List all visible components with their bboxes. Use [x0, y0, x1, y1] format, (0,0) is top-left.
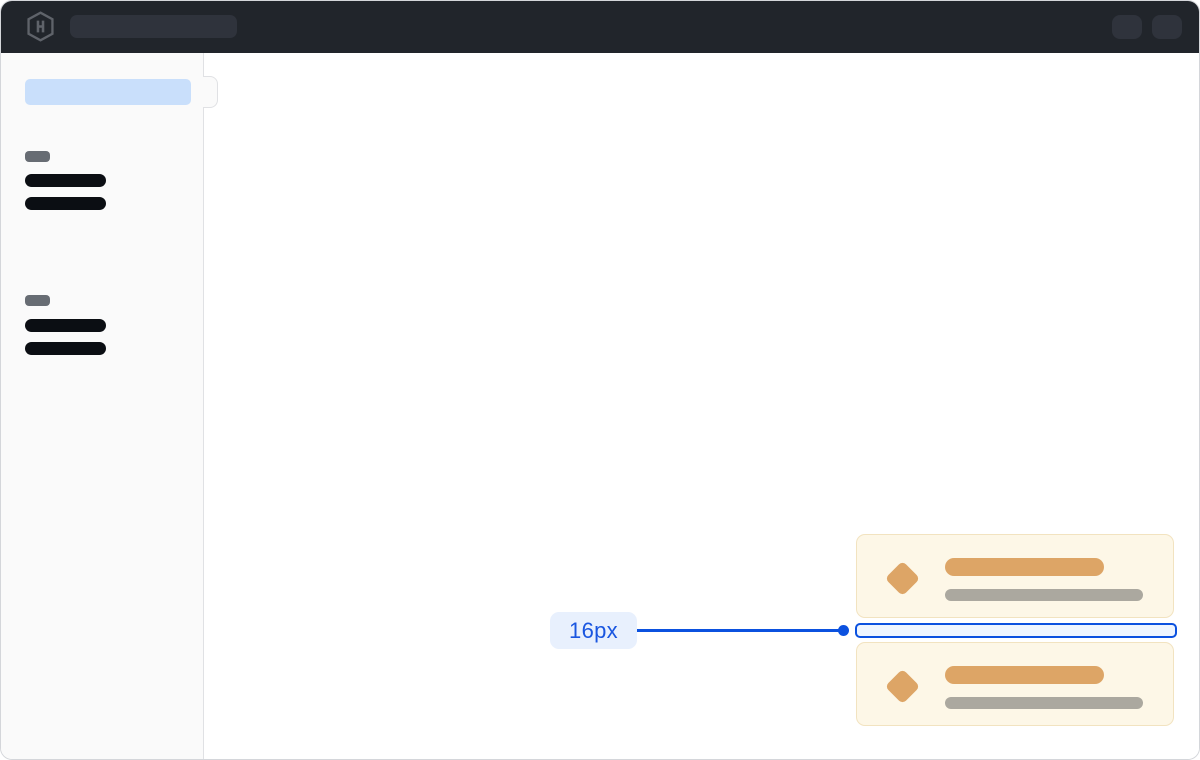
hashicorp-logo-icon — [25, 11, 56, 42]
list-item-card[interactable] — [856, 642, 1174, 726]
card-subtitle-skeleton — [945, 589, 1143, 601]
spacing-annotation-label: 16px — [550, 612, 637, 649]
card-title-skeleton — [945, 666, 1104, 684]
sidebar-item-skeleton[interactable] — [25, 197, 106, 210]
sidebar-item-skeleton[interactable] — [25, 319, 106, 332]
nav-action-skeleton-2[interactable] — [1152, 15, 1182, 39]
sidebar-group-label-skeleton — [25, 151, 50, 162]
sidebar — [1, 53, 218, 759]
nav-action-skeleton-1[interactable] — [1112, 15, 1142, 39]
spacing-gap-highlight — [855, 623, 1177, 638]
main-content: 16px — [205, 53, 1199, 759]
top-navbar — [1, 1, 1199, 53]
diamond-icon — [884, 560, 921, 597]
diamond-icon — [884, 668, 921, 705]
measurement-dot — [838, 625, 849, 636]
measurement-line — [637, 629, 840, 632]
sidebar-item-skeleton[interactable] — [25, 342, 106, 355]
nav-search-skeleton[interactable] — [70, 15, 237, 38]
card-subtitle-skeleton — [945, 697, 1143, 709]
sidebar-group-label-skeleton — [25, 295, 50, 306]
sidebar-item-skeleton[interactable] — [25, 174, 106, 187]
sidebar-toggle-handle[interactable] — [203, 76, 218, 108]
list-item-card[interactable] — [856, 534, 1174, 618]
card-title-skeleton — [945, 558, 1104, 576]
sidebar-active-item-skeleton[interactable] — [25, 79, 191, 105]
